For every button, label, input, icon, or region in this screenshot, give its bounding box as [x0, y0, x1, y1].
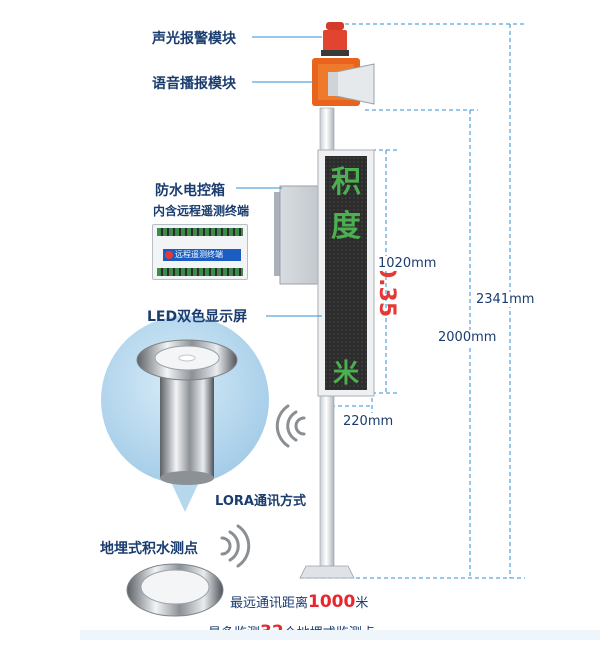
- label-waterproof-box: 防水电控箱: [155, 183, 225, 199]
- note-distance-unit: 米: [355, 596, 369, 611]
- control-box: [274, 185, 325, 285]
- wifi-icon: [275, 404, 306, 448]
- wifi-icon-small: [220, 524, 251, 568]
- module-nameplate: 远程遥测终端: [163, 249, 241, 261]
- terminal-block: [157, 268, 243, 276]
- label-led-screen: LED双色显示屏: [147, 309, 248, 325]
- dim-pole-height: 2000mm: [437, 330, 498, 345]
- label-buried-point: 地埋式积水测点: [100, 541, 198, 557]
- nameplate-text: 远程遥测终端: [175, 250, 223, 259]
- led-line1: 积: [331, 165, 361, 200]
- terminal-block: [157, 228, 243, 236]
- speaker-module: [312, 58, 375, 106]
- note-distance: 最远通讯距离1000米: [230, 592, 368, 612]
- label-lora: LORA通讯方式: [215, 494, 306, 509]
- note-distance-prefix: 最远通讯距离: [230, 596, 309, 611]
- alarm-light: [321, 22, 349, 56]
- sensor-small: [126, 563, 224, 617]
- note-distance-value: 1000: [308, 592, 356, 612]
- led-line2: 度: [331, 209, 361, 244]
- pole-base: [299, 565, 355, 579]
- label-waterproof-box-sub: 内含远程遥测终端: [153, 204, 250, 218]
- remote-terminal-module: 远程遥测终端: [152, 224, 248, 280]
- led-unit: 米: [333, 359, 359, 389]
- sensor-large: [101, 316, 269, 512]
- dim-total-height: 2341mm: [475, 292, 536, 307]
- label-sound-light-alarm: 声光报警模块: [152, 31, 236, 47]
- label-voice-broadcast: 语音播报模块: [152, 76, 236, 92]
- dim-screen-height: 1020mm: [377, 256, 438, 271]
- led-value: 0.35: [374, 263, 399, 317]
- leader-lines: [236, 36, 322, 317]
- footer-band: [80, 630, 600, 640]
- led-display: [317, 149, 375, 397]
- dim-screen-width: 220mm: [342, 414, 395, 429]
